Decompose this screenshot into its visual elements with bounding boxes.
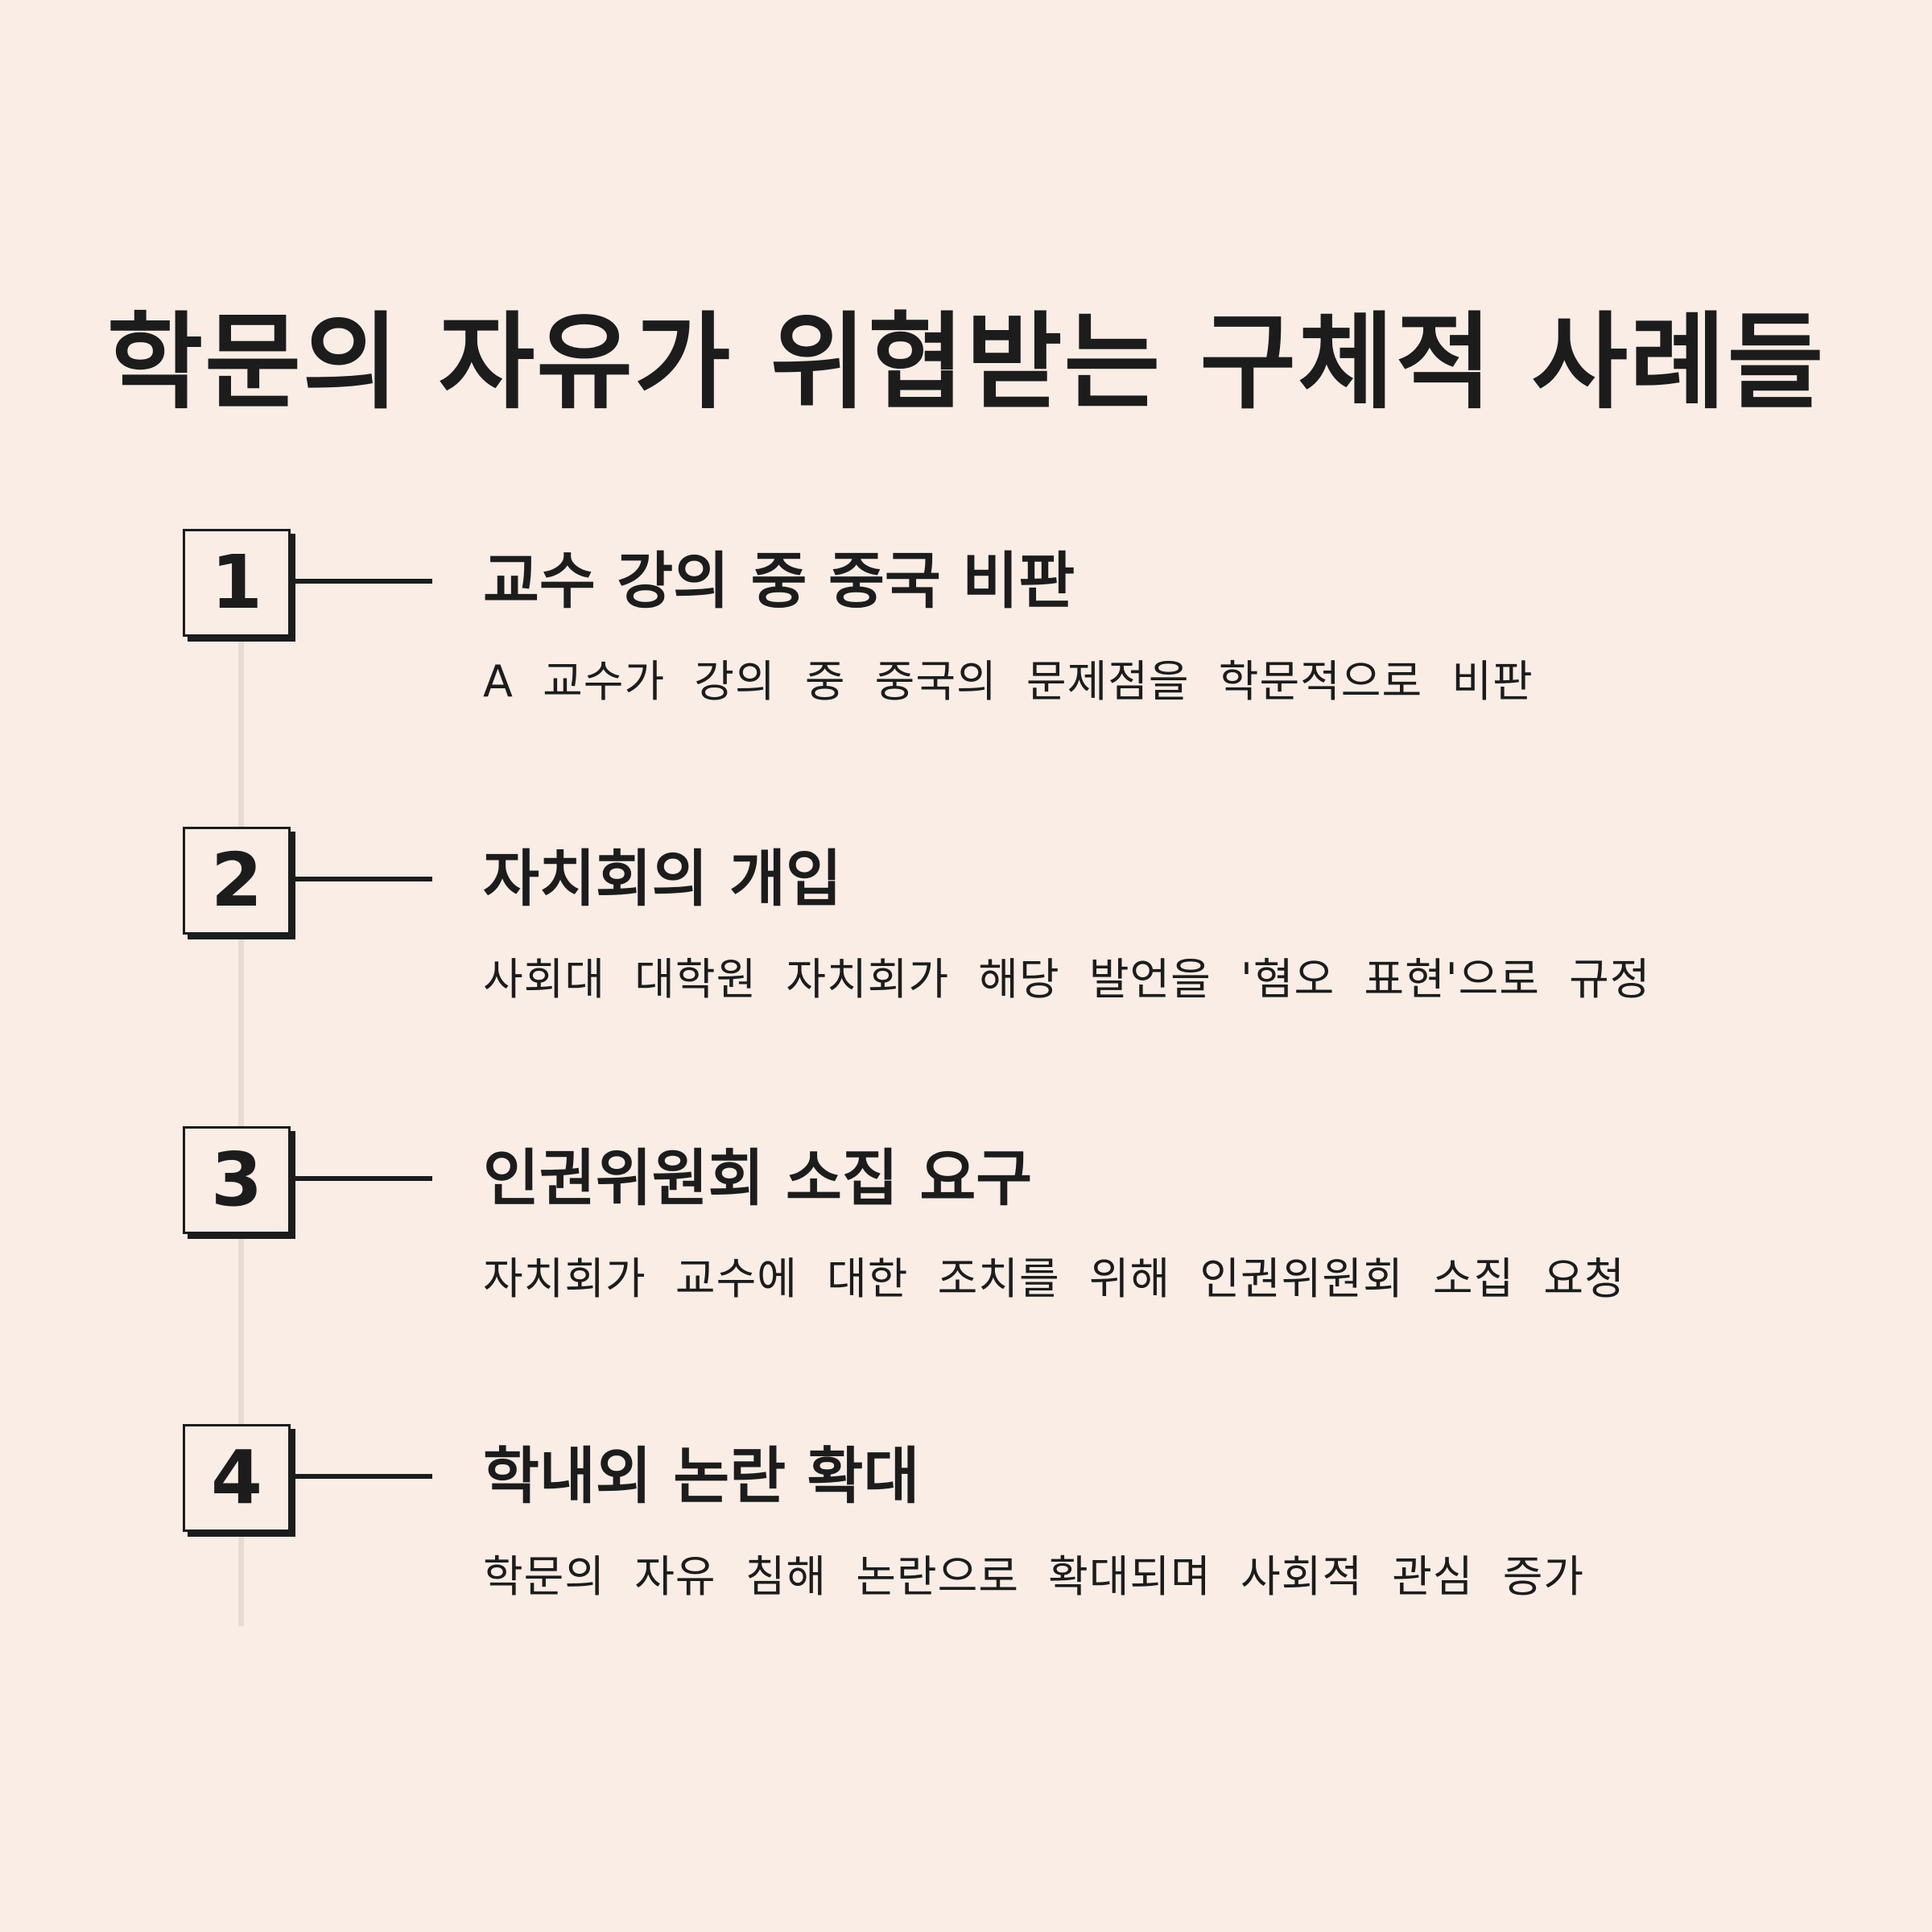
step-connector-line xyxy=(295,1474,432,1479)
step-1: 1 교수 강의 중 중국 비판 A 교수가 강의 중 중국의 문제점을 학문적으… xyxy=(0,529,1932,770)
step-3: 3 인권위원회 소집 요구 자치회가 교수에 대한 조치를 위해 인권위원회 소… xyxy=(0,1126,1932,1368)
step-number-badge: 1 xyxy=(183,529,291,637)
step-number-badge: 4 xyxy=(183,1424,291,1532)
step-heading: 학내외 논란 확대 xyxy=(483,1440,920,1512)
step-description: 사회대 대학원 자치회가 해당 발언을 '혐오 표현'으로 규정 xyxy=(483,954,1651,1005)
step-connector-line xyxy=(295,579,432,584)
step-description: 학문의 자유 침해 논란으로 확대되며 사회적 관심 증가 xyxy=(483,1551,1585,1602)
step-4: 4 학내외 논란 확대 학문의 자유 침해 논란으로 확대되며 사회적 관심 증… xyxy=(0,1424,1932,1666)
step-connector-line xyxy=(295,1176,432,1181)
step-number-badge: 3 xyxy=(183,1126,291,1234)
step-heading: 인권위원회 소집 요구 xyxy=(483,1142,1033,1214)
step-connector-line xyxy=(295,877,432,881)
step-number-badge: 2 xyxy=(183,827,291,935)
step-description: 자치회가 교수에 대한 조치를 위해 인권위원회 소집 요청 xyxy=(483,1253,1625,1304)
page-title: 학문의 자유가 위협받는 구체적 사례들 xyxy=(106,301,1826,423)
step-heading: 자치회의 개입 xyxy=(483,843,842,914)
step-heading: 교수 강의 중 중국 비판 xyxy=(483,545,1075,617)
step-2: 2 자치회의 개입 사회대 대학원 자치회가 해당 발언을 '혐오 표현'으로 … xyxy=(0,827,1932,1068)
step-description: A 교수가 강의 중 중국의 문제점을 학문적으로 비판 xyxy=(483,656,1534,707)
